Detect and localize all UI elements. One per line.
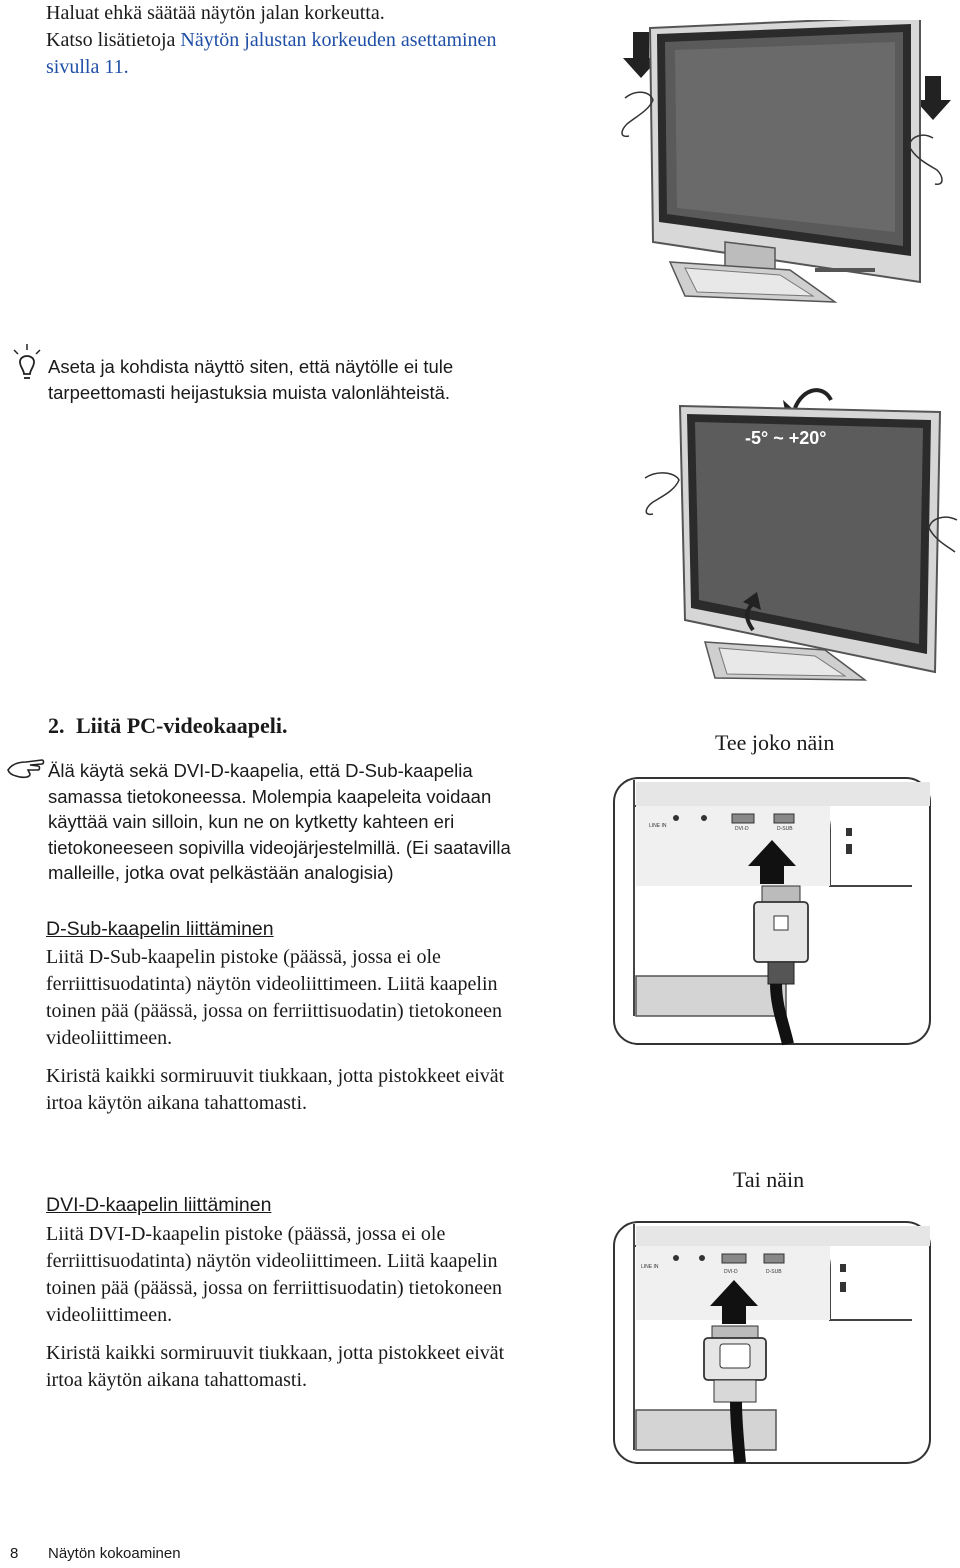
page-number: 8 xyxy=(10,1545,19,1562)
tilt-label: -5° ~ +20° xyxy=(745,428,827,448)
note-line: Älä käytä sekä DVI-D-kaapelia, että D-Su… xyxy=(48,760,473,781)
dsub-p2-line: irtoa käytön aikana tahattomasti. xyxy=(46,1092,308,1114)
note-line: käyttää vain silloin, kun ne on kytketty… xyxy=(48,811,455,832)
page-link[interactable]: sivulla 11. xyxy=(46,56,129,78)
intro-line-1: Haluat ehkä säätää näytön jalan korkeutt… xyxy=(46,2,385,24)
dvi-port-label-dvi: DVI-D xyxy=(724,1269,738,1275)
dsub-p1-line: Liitä D-Sub-kaapelin pistoke (päässä, jo… xyxy=(46,946,441,968)
step-2-heading: 2. Liitä PC-videokaapeli. xyxy=(48,713,287,739)
footer-section-title: Näytön kokoaminen xyxy=(48,1545,181,1562)
height-adjust-link[interactable]: Näytön jalustan korkeuden asettaminen xyxy=(180,29,497,51)
dvi-port-label-dsub: D-SUB xyxy=(766,1269,782,1275)
dsub-p1-line: toinen pää (päässä, jossa on ferriittisu… xyxy=(46,1000,502,1022)
dvi-paragraph-1: Liitä DVI-D-kaapelin pistoke (päässä, jo… xyxy=(46,1221,502,1329)
step-title: Liitä PC-videokaapeli. xyxy=(76,713,288,738)
dvi-p1-line: Liitä DVI-D-kaapelin pistoke (päässä, jo… xyxy=(46,1223,446,1245)
step-number: 2. xyxy=(48,713,65,738)
intro-text: Haluat ehkä säätää näytön jalan korkeutt… xyxy=(46,0,496,81)
tip-line-2: tarpeettomasti heijastuksia muista valon… xyxy=(48,381,451,403)
note-text: Älä käytä sekä DVI-D-kaapelia, että D-Su… xyxy=(48,758,511,886)
dsub-port-label-dvi: DVI-D xyxy=(735,826,749,832)
dsub-heading: D-Sub-kaapelin liittäminen xyxy=(46,918,274,940)
dsub-p1-line: videoliittimeen. xyxy=(46,1027,173,1049)
dsub-port-label-dsub: D-SUB xyxy=(777,826,793,832)
dvi-p1-line: videoliittimeen. xyxy=(46,1304,173,1326)
dvi-port-label-line-in: LINE IN xyxy=(641,1264,659,1270)
dvi-p2-line: irtoa käytön aikana tahattomasti. xyxy=(46,1369,308,1391)
dsub-p1-line: ferriittisuodatinta) näytön videoliittim… xyxy=(46,973,498,995)
tip-text: Aseta ja kohdista näyttö siten, että näy… xyxy=(48,354,453,405)
dvi-p1-line: ferriittisuodatinta) näytön videoliittim… xyxy=(46,1250,498,1272)
dvi-p2-line: Kiristä kaikki sormiruuvit tiukkaan, jot… xyxy=(46,1342,505,1364)
monitor-tilt-illustration xyxy=(644,388,958,681)
intro-line-2-prefix: Katso lisätietoja xyxy=(46,29,181,51)
dvi-caption: Tai näin xyxy=(733,1167,805,1192)
note-line: samassa tietokoneessa. Molempia kaapelei… xyxy=(48,785,492,807)
lightbulb-icon xyxy=(13,344,41,379)
note-line: tietokoneeseen sopivilla videojärjestelm… xyxy=(48,836,511,858)
dsub-caption: Tee joko näin xyxy=(715,730,835,755)
dsub-connection-illustration xyxy=(613,777,931,1046)
pointing-hand-icon xyxy=(7,759,45,779)
monitor-height-illustration xyxy=(621,20,951,303)
dsub-paragraph-1: Liitä D-Sub-kaapelin pistoke (päässä, jo… xyxy=(46,944,502,1052)
dsub-port-label-line-in: LINE IN xyxy=(649,823,667,829)
dsub-p2-line: Kiristä kaikki sormiruuvit tiukkaan, jot… xyxy=(46,1065,505,1087)
note-line: malleille, jotka ovat pelkästään analogi… xyxy=(48,862,394,883)
dvi-heading: DVI-D-kaapelin liittäminen xyxy=(46,1194,272,1216)
tip-line-1: Aseta ja kohdista näyttö siten, että näy… xyxy=(48,356,454,377)
dvi-p1-line: toinen pää (päässä, jossa on ferriittisu… xyxy=(46,1277,502,1299)
dvi-paragraph-2: Kiristä kaikki sormiruuvit tiukkaan, jot… xyxy=(46,1340,504,1394)
dsub-paragraph-2: Kiristä kaikki sormiruuvit tiukkaan, jot… xyxy=(46,1063,504,1117)
dvi-connection-illustration xyxy=(613,1221,931,1464)
